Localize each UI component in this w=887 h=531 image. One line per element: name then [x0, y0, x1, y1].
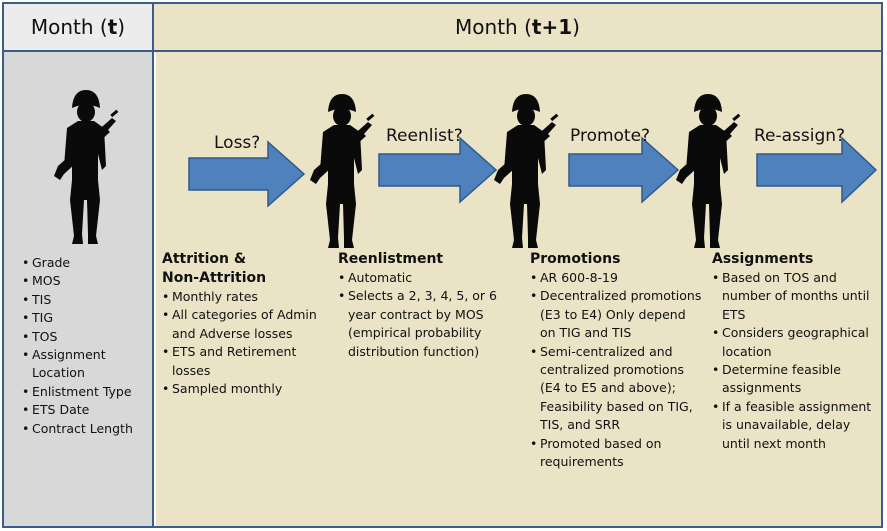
header-month-t-suffix: ) — [117, 15, 126, 39]
header-month-t1-suffix: ) — [572, 15, 580, 39]
soldier-icon — [306, 92, 376, 252]
state-item: MOS — [22, 272, 152, 291]
promotions-column: Promotions AR 600-8-19 Decentralized pro… — [530, 250, 702, 471]
reenlistment-item: Selects a 2, 3, 4, 5, or 6 year contract… — [338, 287, 528, 361]
assignments-item: Based on TOS and number of months until … — [712, 269, 878, 324]
promote-arrow-icon — [568, 136, 680, 204]
promotions-item: AR 600-8-19 — [530, 269, 702, 288]
header-month-t1-var: t+1 — [531, 15, 573, 39]
reassign-label: Re-assign? — [754, 126, 846, 146]
attrition-item: ETS and Retirement losses — [162, 343, 334, 380]
attrition-item: Monthly rates — [162, 288, 334, 307]
state-item: TIS — [22, 291, 152, 310]
reenlist-label: Reenlist? — [386, 126, 463, 146]
promotions-item: Promoted based on requirements — [530, 435, 702, 472]
promotions-item: Decentralized promotions (E3 to E4) Only… — [530, 287, 702, 342]
assignments-item: Determine feasible assignments — [712, 361, 878, 398]
header-month-t-prefix: Month ( — [30, 15, 108, 39]
assignments-item: If a feasible assignment is unavailable,… — [712, 398, 878, 453]
soldier-icon — [50, 88, 120, 248]
loss-label: Loss? — [214, 133, 261, 153]
promotions-title: Promotions — [530, 251, 621, 267]
header-month-t-var: t — [107, 15, 118, 39]
attrition-title-line2: Non-Attrition — [162, 270, 267, 286]
assignments-title: Assignments — [712, 251, 814, 267]
header-month-t1-prefix: Month ( — [455, 15, 532, 39]
reenlistment-title: Reenlistment — [338, 251, 444, 267]
reenlistment-item: Automatic — [338, 269, 528, 288]
attrition-item: All categories of Admin and Adverse loss… — [162, 306, 334, 343]
reenlist-arrow-icon — [378, 136, 498, 204]
attrition-column: Attrition & Non-Attrition Monthly rates … — [162, 250, 334, 399]
state-item: TIG — [22, 309, 152, 328]
reassign-arrow-icon — [756, 136, 878, 204]
header-month-t: Month (t) — [4, 4, 154, 52]
state-item: TOS — [22, 328, 152, 347]
attrition-title-line1: Attrition & — [162, 251, 247, 267]
promote-label: Promote? — [570, 126, 651, 146]
soldier-icon — [490, 92, 560, 252]
assignments-item: Considers geographical location — [712, 324, 878, 361]
assignments-column: Assignments Based on TOS and number of m… — [712, 250, 878, 453]
header-month-t-plus-1: Month (t+1) — [154, 4, 881, 52]
soldier-icon — [672, 92, 742, 252]
state-item: Enlistment Type — [22, 383, 152, 402]
reenlistment-column: Reenlistment Automatic Selects a 2, 3, 4… — [338, 250, 528, 361]
promotions-item: Semi-centralized and centralized promoti… — [530, 343, 702, 435]
state-item: Grade — [22, 254, 152, 273]
loss-arrow-icon — [188, 140, 306, 208]
attrition-item: Sampled monthly — [162, 380, 334, 399]
state-item: Assignment Location — [22, 346, 152, 383]
state-item: ETS Date — [22, 401, 152, 420]
state-item: Contract Length — [22, 420, 152, 439]
soldier-state-list: Grade MOS TIS TIG TOS Assignment Locatio… — [22, 254, 152, 438]
